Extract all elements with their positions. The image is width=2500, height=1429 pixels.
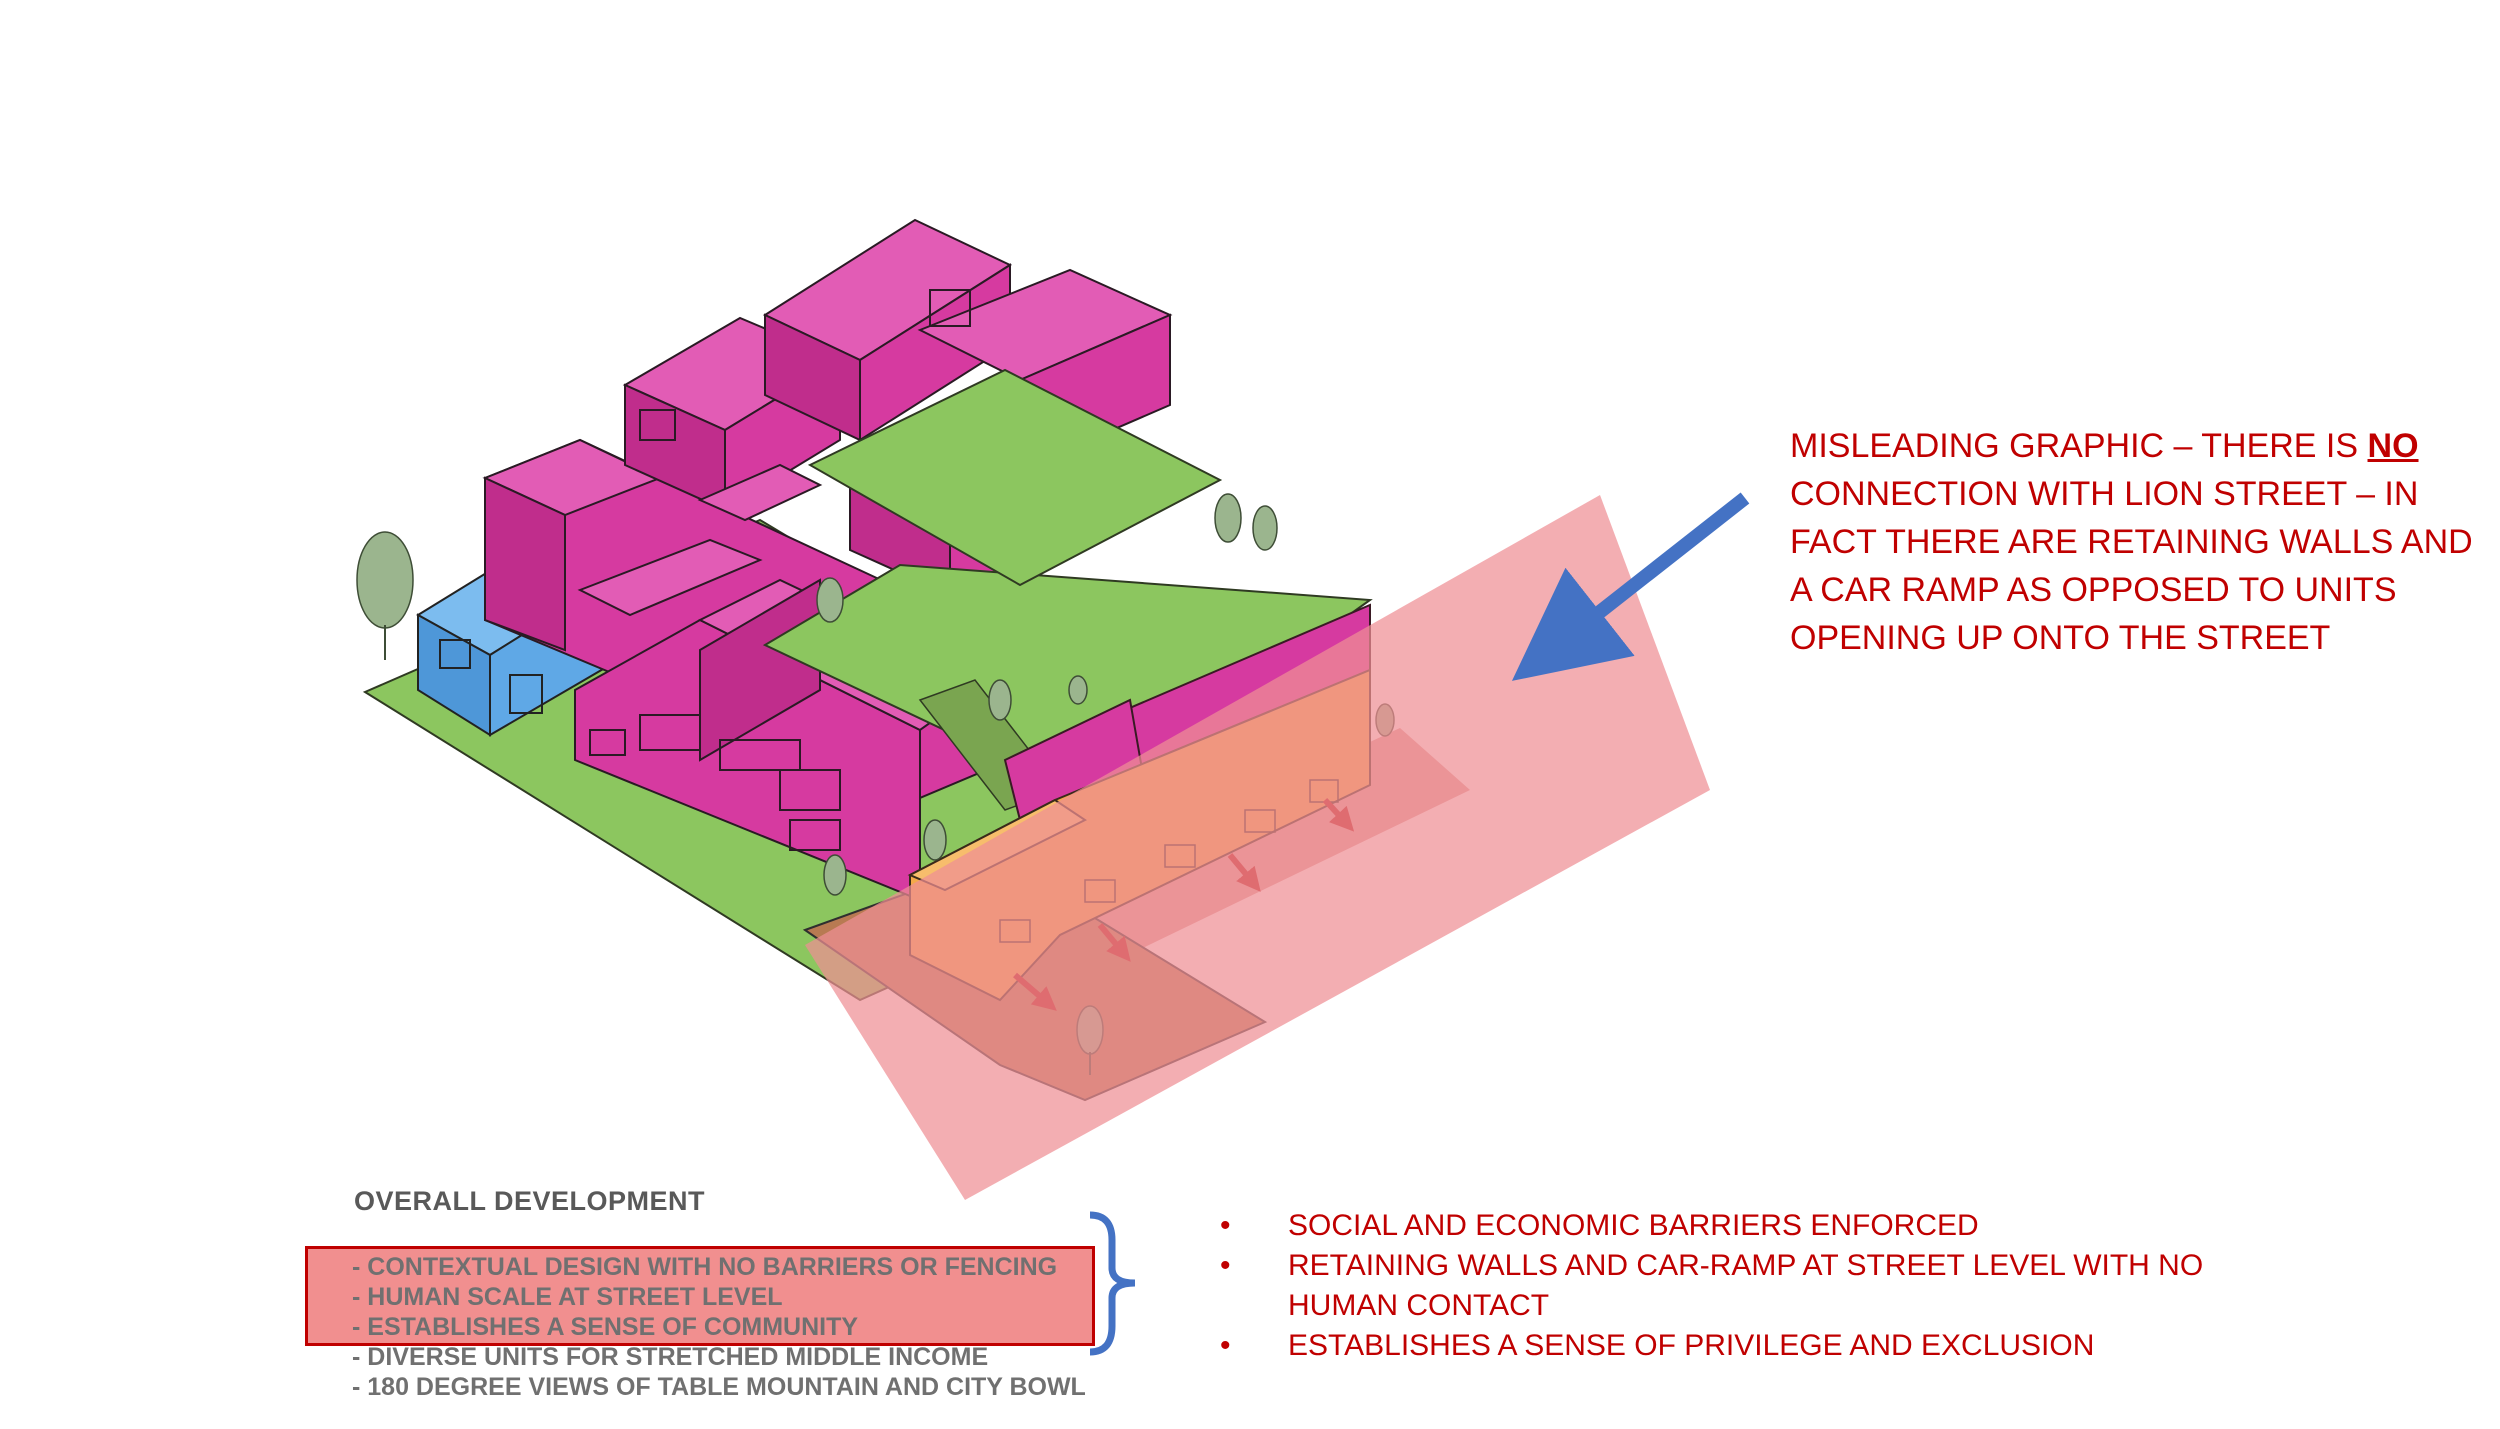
- misleading-area-overlay: [805, 495, 1710, 1200]
- consequence-item: ESTABLISHES A SENSE OF PRIVILEGE AND EXC…: [1220, 1326, 2320, 1366]
- annotation-emphasis: NO: [2367, 427, 2419, 465]
- development-claim: - ESTABLISHES A SENSE OF COMMUNITY: [352, 1313, 859, 1341]
- annotation-prefix: MISLEADING GRAPHIC – THERE IS: [1790, 427, 2368, 465]
- residential-windows: [589, 289, 971, 851]
- development-heading: OVERALL DEVELOPMENT: [354, 1186, 706, 1216]
- development-claim: - DIVERSE UNITS FOR STRETCHED MIDDLE INC…: [352, 1343, 989, 1371]
- development-claim: - 180 DEGREE VIEWS OF TABLE MOUNTAIN AND…: [352, 1373, 1086, 1401]
- critique-annotation: MISLEADING GRAPHIC – THERE IS NO CONNECT…: [1790, 422, 2490, 662]
- garden-terrace: [807, 368, 1223, 587]
- consequence-item: SOCIAL AND ECONOMIC BARRIERS ENFORCED: [1220, 1206, 2320, 1246]
- grouping-bracket: [1089, 1211, 1136, 1356]
- annotation-body: CONNECTION WITH LION STREET – IN FACT TH…: [1790, 475, 2473, 657]
- claims-highlight-box: [305, 1246, 1095, 1346]
- annotation-pointer-arrow: [1511, 492, 1750, 681]
- development-claim: - HUMAN SCALE AT STREET LEVEL: [352, 1283, 783, 1311]
- development-claim: - CONTEXTUAL DESIGN WITH NO BARRIERS OR …: [352, 1253, 1058, 1281]
- consequences-list: SOCIAL AND ECONOMIC BARRIERS ENFORCED RE…: [1220, 1206, 2320, 1366]
- development-claims-list: - CONTEXTUAL DESIGN WITH NO BARRIERS OR …: [352, 1252, 1086, 1402]
- consequence-item: RETAINING WALLS AND CAR-RAMP AT STREET L…: [1220, 1246, 2320, 1326]
